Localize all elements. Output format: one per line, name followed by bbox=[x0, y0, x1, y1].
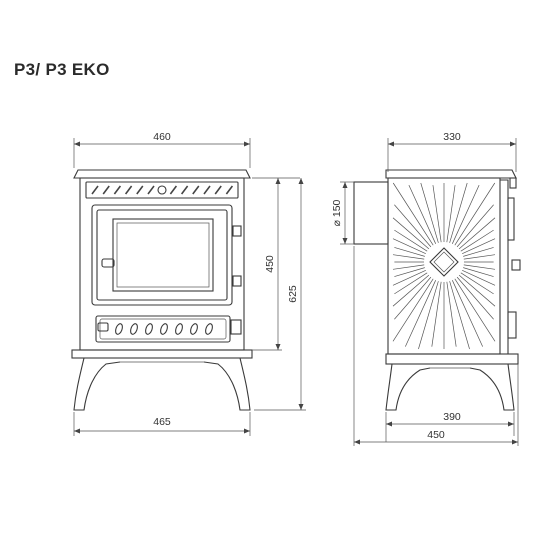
dim-body-height: 450 bbox=[252, 177, 300, 351]
side-top-plate bbox=[385, 169, 517, 179]
fire-door bbox=[91, 204, 242, 306]
ash-door bbox=[95, 315, 242, 343]
hinge-top bbox=[232, 225, 242, 237]
side-ash-door bbox=[507, 311, 517, 339]
dim-total-width: 465 bbox=[73, 412, 251, 436]
flue-outlet bbox=[353, 181, 389, 245]
side-view: 330 ⌀ 150 bbox=[331, 131, 521, 446]
side-leg-back bbox=[385, 363, 431, 411]
side-door-handle bbox=[511, 259, 521, 271]
front-view: 460 bbox=[71, 131, 306, 436]
sunburst-decoration bbox=[392, 182, 496, 350]
side-top-knob bbox=[509, 177, 517, 189]
dim-top-width: 460 bbox=[73, 131, 251, 168]
dim-label-450-front: 450 bbox=[264, 255, 276, 273]
dim-label-flue: ⌀ 150 bbox=[331, 199, 343, 226]
page-title: P3/ P3 EKO bbox=[14, 60, 110, 79]
top-plate bbox=[73, 169, 251, 179]
stove-body bbox=[79, 177, 245, 351]
dim-label-465: 465 bbox=[153, 416, 171, 428]
dim-flue-diameter: ⌀ 150 bbox=[331, 181, 354, 245]
door-handle bbox=[101, 258, 115, 268]
base-plate bbox=[71, 349, 253, 359]
side-door-knob-top bbox=[507, 197, 515, 241]
leg-right bbox=[203, 357, 251, 411]
dim-legs-depth: 390 bbox=[385, 411, 515, 442]
ash-handle bbox=[97, 322, 109, 332]
side-leg-front bbox=[469, 363, 515, 411]
dim-label-460: 460 bbox=[153, 131, 171, 143]
dim-label-625: 625 bbox=[287, 285, 299, 303]
dim-label-330: 330 bbox=[443, 131, 461, 143]
leg-left bbox=[73, 357, 121, 411]
top-grille bbox=[85, 181, 239, 199]
dim-total-depth: 450 bbox=[353, 246, 519, 446]
hinge-bottom bbox=[232, 275, 242, 287]
side-front-profile bbox=[500, 179, 509, 355]
ash-hinge bbox=[230, 319, 242, 335]
side-base bbox=[385, 353, 519, 365]
dim-label-390: 390 bbox=[443, 411, 461, 423]
dim-label-450-side: 450 bbox=[427, 429, 445, 441]
diamond-ornament bbox=[429, 247, 459, 277]
dim-total-height: 625 bbox=[254, 178, 306, 411]
dim-top-depth: 330 bbox=[387, 131, 517, 172]
